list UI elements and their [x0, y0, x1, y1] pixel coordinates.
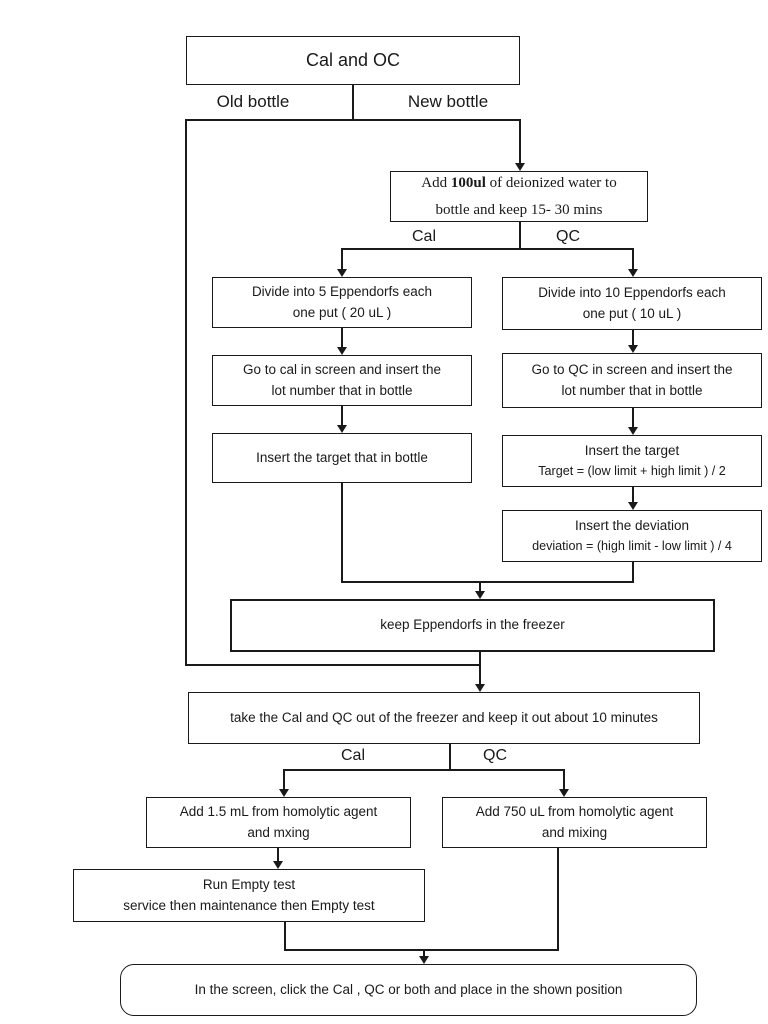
node-go-qc: Go to QC in screen and insert the lot nu…	[502, 353, 762, 408]
connector-split2	[283, 769, 565, 771]
connector-merge1-left	[341, 482, 343, 583]
final-line1: In the screen, click the Cal , QC or bot…	[194, 981, 623, 997]
connector-addqc-down	[557, 847, 559, 951]
connector-addwater-down	[519, 221, 521, 249]
label-old-bottle: Old bottle	[216, 92, 290, 111]
node-divide-cal: Divide into 5 Eppendorfs each one put ( …	[212, 277, 472, 328]
connector-merge1-hline	[341, 581, 634, 583]
connector-cal-2	[341, 405, 343, 426]
go-cal-line2: lot number that in bottle	[271, 382, 413, 398]
divide-qc-line1: Divide into 10 Eppendorfs each	[538, 285, 726, 301]
connector-split1-left	[341, 248, 343, 270]
node-title: Cal and OC	[186, 36, 520, 85]
target-cal-line1: Insert the target that in bottle	[256, 449, 428, 465]
label-cal-2: Cal	[340, 747, 365, 764]
node-add-cal: Add 1.5 mL from homolytic agent and mxin…	[146, 797, 411, 848]
divide-cal-line2: one put ( 20 uL )	[292, 304, 392, 320]
add-qc-line1: Add 750 uL from homolytic agent	[475, 804, 674, 820]
node-final: In the screen, click the Cal , QC or bot…	[120, 964, 697, 1016]
node-run-empty: Run Empty test service then maintenance …	[73, 869, 425, 922]
divide-cal-line1: Divide into 5 Eppendorfs each	[251, 284, 433, 300]
connector-merge2-down	[423, 949, 425, 958]
connector-top-hline	[185, 119, 521, 121]
arrowhead-to-divide-cal	[337, 269, 347, 277]
connector-merge2-hline	[284, 949, 559, 951]
add-qc-line2: and mixing	[541, 824, 608, 840]
label-qc-1: QC	[556, 228, 580, 245]
node-target-qc: Insert the target Target = (low limit + …	[502, 435, 762, 487]
target-qc-formula: Target = (low limit + high limit ) / 2	[538, 463, 726, 478]
arrowhead-to-run-empty	[273, 861, 283, 869]
arrowhead-to-divide-qc	[628, 269, 638, 277]
connector-top-divider	[352, 85, 354, 121]
arrowhead-to-go-cal	[337, 347, 347, 355]
connector-qc-3	[632, 486, 634, 503]
title-text: Cal and OC	[305, 50, 401, 70]
deviation-qc-formula: deviation = (high limit - low limit ) / …	[532, 538, 732, 553]
arrowhead-to-final	[419, 956, 429, 964]
connector-old-bottle-join	[185, 664, 481, 666]
run-empty-line1: Run Empty test	[202, 877, 296, 893]
add-water-line2: bottle and keep 15- 30 mins	[435, 201, 603, 218]
connector-merge1-down	[479, 581, 481, 593]
arrowhead-to-target-qc	[628, 427, 638, 435]
arrowhead-to-go-qc	[628, 345, 638, 353]
connector-new-bottle-line	[519, 119, 521, 165]
go-cal-line1: Go to cal in screen and insert the	[242, 362, 442, 378]
take-out-line1: take the Cal and QC out of the freezer a…	[230, 709, 658, 725]
add-water-line1: Add 100ul of deionized water to	[421, 175, 617, 192]
arrowhead-to-add-water	[515, 163, 525, 171]
go-qc-line1: Go to QC in screen and insert the	[531, 362, 733, 378]
node-deviation-qc: Insert the deviation deviation = (high l…	[502, 510, 762, 562]
connector-split1	[341, 248, 634, 250]
node-take-out: take the Cal and QC out of the freezer a…	[188, 692, 700, 744]
connector-split1-right	[632, 248, 634, 270]
arrowhead-to-take-out	[475, 684, 485, 692]
connector-qc-2	[632, 407, 634, 427]
go-qc-line2: lot number that in bottle	[561, 382, 703, 398]
node-target-cal: Insert the target that in bottle	[212, 433, 472, 483]
connector-old-bottle-line	[185, 119, 187, 666]
arrowhead-to-add-qc	[559, 789, 569, 797]
connector-freezer-down	[479, 651, 481, 685]
arrowhead-to-target-cal	[337, 425, 347, 433]
connector-split2-right	[563, 769, 565, 790]
connector-run-down	[284, 921, 286, 951]
connector-qc-1	[632, 329, 634, 347]
divide-qc-line2: one put ( 10 uL )	[582, 305, 682, 321]
node-add-water: Add 100ul of deionized water to bottle a…	[390, 171, 648, 222]
connector-split2-left	[283, 769, 285, 790]
label-qc-2: QC	[483, 747, 507, 764]
arrowhead-to-freezer	[475, 591, 485, 599]
connector-cal-1	[341, 327, 343, 348]
arrowhead-to-deviation-qc	[628, 502, 638, 510]
label-cal-1: Cal	[411, 228, 436, 245]
connector-merge1-right	[632, 561, 634, 583]
deviation-qc-line1: Insert the deviation	[574, 518, 690, 534]
add-cal-line1: Add 1.5 mL from homolytic agent	[179, 804, 378, 820]
node-add-qc: Add 750 uL from homolytic agent and mixi…	[442, 797, 707, 848]
node-freezer: keep Eppendorfs in the freezer	[230, 599, 715, 652]
add-cal-line2: and mxing	[247, 824, 310, 840]
connector-addcal-down	[277, 847, 279, 863]
run-empty-line2: service then maintenance then Empty test	[123, 897, 375, 913]
arrowhead-to-add-cal	[279, 789, 289, 797]
connector-takeout-down	[449, 743, 451, 771]
node-go-cal: Go to cal in screen and insert the lot n…	[212, 355, 472, 406]
freezer-line1: keep Eppendorfs in the freezer	[380, 617, 565, 633]
label-new-bottle: New bottle	[407, 92, 489, 111]
target-qc-line1: Insert the target	[584, 443, 680, 459]
node-divide-qc: Divide into 10 Eppendorfs each one put (…	[502, 277, 762, 330]
